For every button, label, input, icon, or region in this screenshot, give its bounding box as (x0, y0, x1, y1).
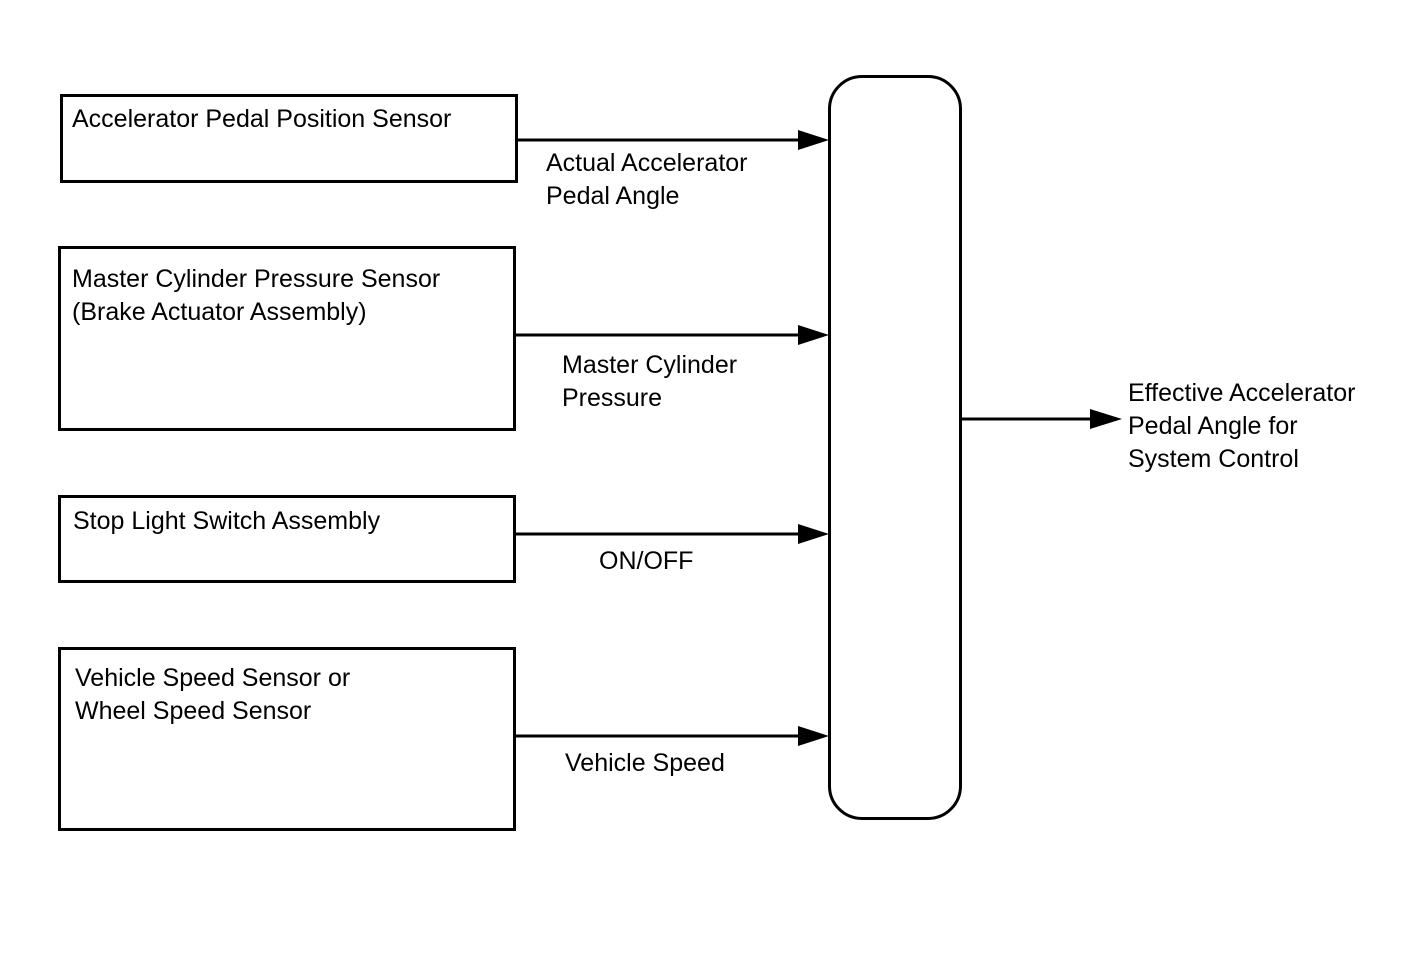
signal-label-actual-accelerator-pedal-angle: Actual Accelerator Pedal Angle (546, 149, 748, 210)
arrow-vehicle-speed-to-controller (514, 726, 829, 746)
input-box-master-cylinder-sensor: Master Cylinder Pressure Sensor (Brake A… (58, 246, 516, 431)
output-label-effective-accelerator-pedal-angle: Effective Accelerator Pedal Angle for Sy… (1128, 379, 1356, 473)
arrow-accelerator-to-controller (516, 130, 829, 150)
signal-label-master-cylinder-pressure: Master Cylinder Pressure (562, 351, 738, 412)
signal-label-on-off: ON/OFF (599, 547, 694, 575)
input-box-accelerator-pedal-sensor: Accelerator Pedal Position Sensor (60, 94, 518, 183)
arrow-controller-output (960, 409, 1122, 429)
input-box-stop-light-switch: Stop Light Switch Assembly (58, 495, 516, 583)
arrow-stop-light-to-controller (514, 524, 829, 544)
input-box-label: Stop Light Switch Assembly (73, 507, 381, 535)
controller-block (828, 75, 962, 820)
signal-label-vehicle-speed: Vehicle Speed (565, 749, 725, 777)
input-box-label: Master Cylinder Pressure Sensor (Brake A… (72, 265, 441, 326)
input-box-vehicle-speed-sensor: Vehicle Speed Sensor or Wheel Speed Sens… (58, 647, 516, 831)
input-box-label: Accelerator Pedal Position Sensor (72, 105, 452, 133)
input-box-label: Vehicle Speed Sensor or Wheel Speed Sens… (75, 664, 351, 725)
arrow-master-cylinder-to-controller (514, 325, 829, 345)
